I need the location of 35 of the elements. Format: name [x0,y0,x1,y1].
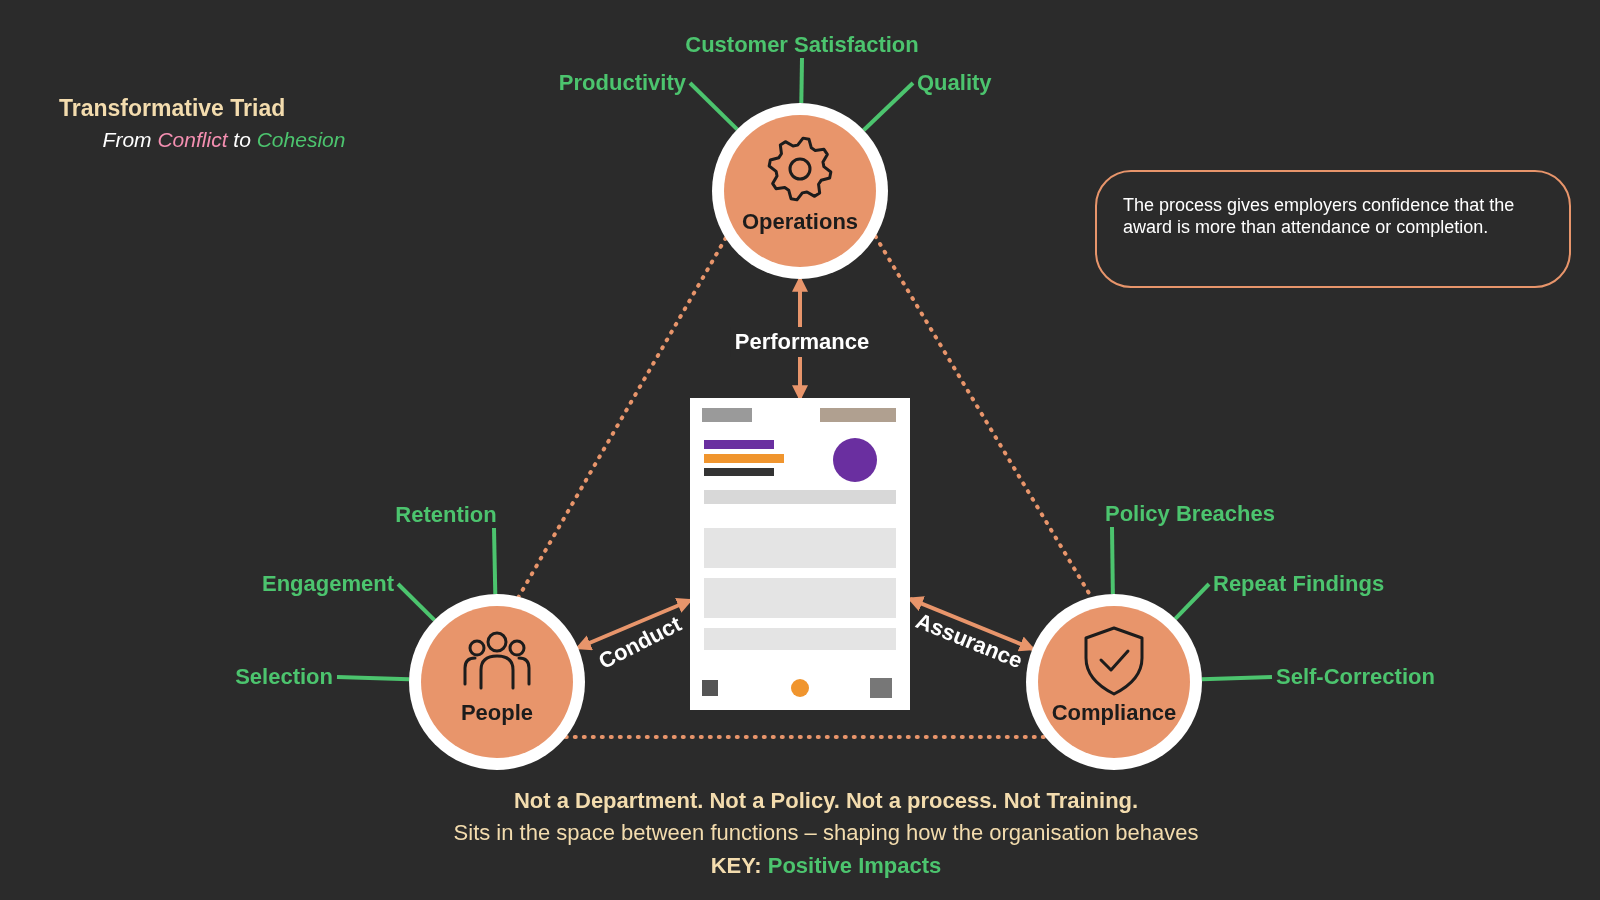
connector-line [688,81,739,131]
impact-label: Retention [391,502,501,528]
node-label: People [459,700,535,726]
paragraph: The process gives employers confidence that the award is more than attendance or completion. [1123,194,1516,238]
connector-line [799,57,804,104]
impact-label: Repeat Findings [1209,571,1389,597]
impact-label: Customer Satisfaction [681,32,923,58]
connector-line [862,81,915,132]
tagline: Not a Department. Not a Policy. Not a process. Not Training. [513,788,1139,814]
node-label: Compliance [1050,700,1178,726]
impact-label: Engagement [257,571,398,597]
impact-label: Quality [913,70,996,96]
connector-line [1110,526,1115,595]
tagline: Sits in the space between functions – shaping how the organisation behaves [453,820,1199,846]
title: Transformative Triad [59,95,286,122]
impact-label: Selection [231,664,337,690]
connector-line [1173,582,1211,621]
impact-label: Productivity [554,70,690,96]
connector-line [336,675,410,682]
process-circle [409,594,585,770]
subtitle: From Conflict to Cohesion [102,128,346,152]
legend-label: Positive Impacts [767,853,942,878]
process-circle [1026,594,1202,770]
dotted-line [516,236,728,599]
text-panel [1095,170,1571,288]
legend-title: KEY: [710,853,762,878]
process-circle [712,103,888,279]
impact-label: Self-Correction [1272,664,1439,690]
dotted-line [563,734,1048,739]
connector-line [492,527,498,595]
node-label: Operations [740,209,860,235]
impact-label: Policy Breaches [1101,501,1279,527]
connector-line [396,582,436,622]
connector-line [1201,675,1273,682]
picture [690,398,910,710]
